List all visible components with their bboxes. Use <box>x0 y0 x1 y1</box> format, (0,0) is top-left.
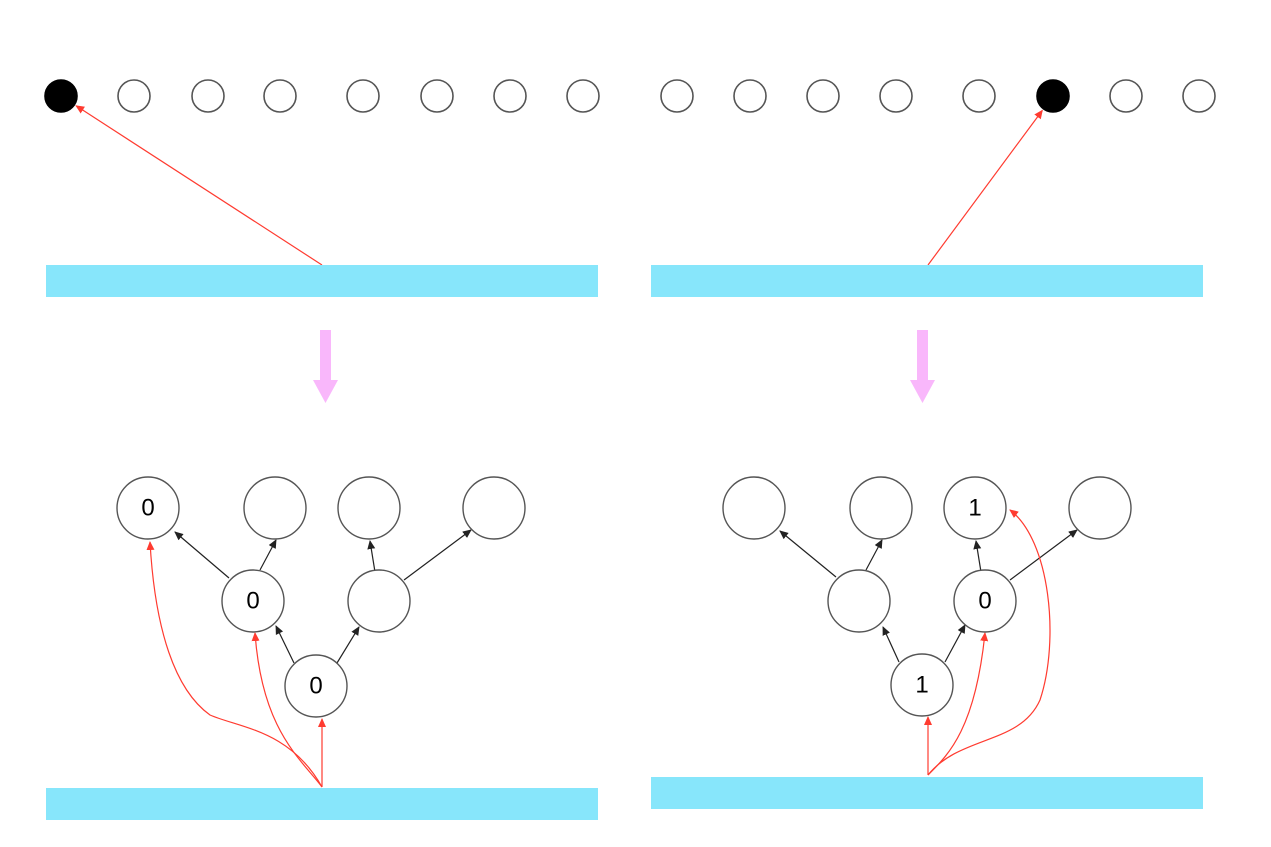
right-tree-node-mid-1: 0 <box>953 569 1017 633</box>
top-dot-empty <box>420 79 454 113</box>
left-query-path-leaf <box>146 541 323 788</box>
top-dot-empty <box>493 79 527 113</box>
right-tree-node-leaf-3 <box>1068 476 1132 540</box>
left-transition-arrow <box>313 330 338 403</box>
right-tree-node-mid-1-label: 0 <box>978 588 991 615</box>
right-tree-node-root: 1 <box>890 653 954 717</box>
left-edge-e <box>275 625 295 664</box>
top-dot-empty <box>117 79 151 113</box>
top-query-arrows <box>75 105 1043 266</box>
right-edge-d <box>1009 529 1078 581</box>
left-edge-a <box>174 531 230 579</box>
top-dot-empty <box>191 79 225 113</box>
left-tree-node-leaf-0: 0 <box>116 476 180 540</box>
top-dot-filled <box>1036 79 1070 113</box>
right-tree-node-mid-0 <box>827 569 891 633</box>
left-tree-node-root-label: 0 <box>309 673 322 700</box>
top-dot-empty <box>346 79 380 113</box>
right-tree-node-leaf-0 <box>722 476 786 540</box>
left-edge-b <box>259 539 277 571</box>
top-dot-empty <box>733 79 767 113</box>
right-top-query-arrow <box>927 109 1043 266</box>
top-dot-row <box>44 79 1216 113</box>
left-edge-d <box>403 529 472 581</box>
left-query-path-mid <box>251 632 323 788</box>
top-dot-empty <box>1182 79 1216 113</box>
right-transition-arrow <box>910 330 935 403</box>
right-query-path-leaf <box>927 509 1051 776</box>
top-dot-empty <box>806 79 840 113</box>
right-tree: 1 0 1 <box>722 476 1132 776</box>
top-dot-empty <box>879 79 913 113</box>
right-bottom-bar <box>651 777 1203 809</box>
right-tree-node-leaf-2: 1 <box>943 476 1007 540</box>
right-tree-node-leaf-2-label: 1 <box>968 495 981 522</box>
right-edge-c <box>973 540 982 573</box>
top-dot-empty <box>660 79 694 113</box>
right-edge-e <box>882 626 900 663</box>
right-top-bar <box>651 265 1203 297</box>
top-dot-empty <box>263 79 297 113</box>
left-top-bar <box>46 265 598 297</box>
right-edge-b <box>865 539 883 571</box>
left-edge-c <box>367 540 376 573</box>
left-edge-f <box>336 626 360 664</box>
left-tree-node-leaf-0-label: 0 <box>141 495 154 522</box>
top-dot-empty <box>1109 79 1143 113</box>
top-dot-empty <box>962 79 996 113</box>
left-bottom-bar <box>46 788 598 820</box>
left-tree-node-leaf-1 <box>243 476 307 540</box>
left-tree-node-leaf-2 <box>337 476 401 540</box>
top-dot-filled <box>44 79 78 113</box>
left-tree-node-mid-0-label: 0 <box>246 588 259 615</box>
left-top-query-arrow <box>75 105 323 266</box>
left-tree-node-root: 0 <box>284 654 348 718</box>
left-tree-node-leaf-3 <box>462 476 526 540</box>
left-tree: 0 0 0 <box>116 476 526 788</box>
right-tree-node-leaf-1 <box>849 476 913 540</box>
right-edge-a <box>779 530 837 578</box>
left-tree-node-mid-0: 0 <box>221 569 285 633</box>
right-tree-node-root-label: 1 <box>915 672 928 699</box>
left-tree-node-mid-1 <box>347 569 411 633</box>
top-dot-empty <box>566 79 600 113</box>
right-edge-f <box>944 624 966 663</box>
